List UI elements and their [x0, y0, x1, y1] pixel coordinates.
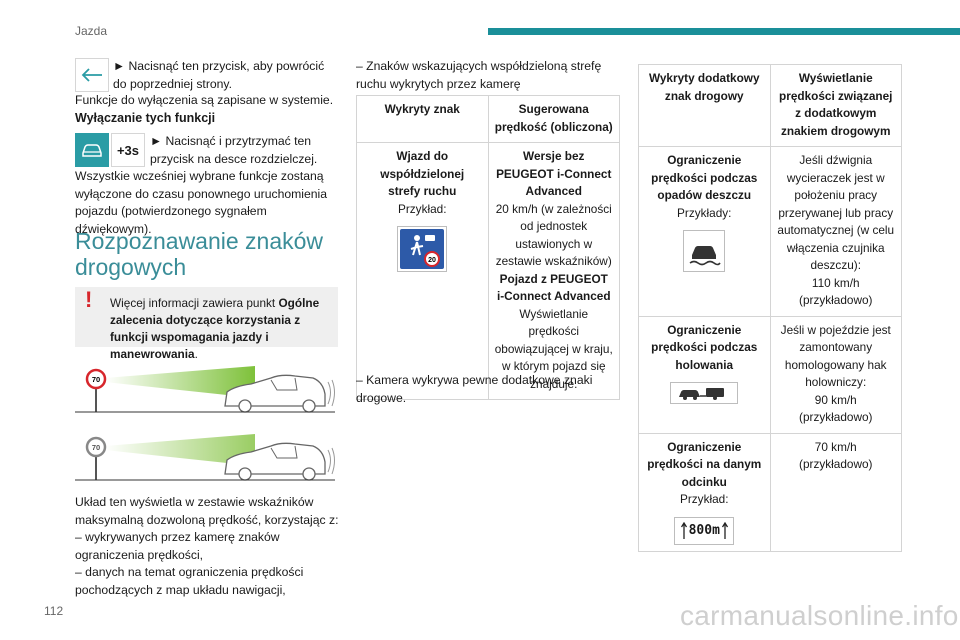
- distance-800m-sign-icon: 800m: [674, 516, 735, 545]
- table-header-additional-sign: Wykryty dodatkowy znak drogowy: [638, 64, 771, 147]
- table-row: Ograniczenie prędkości podczas opadów de…: [638, 146, 902, 317]
- disable-heading: Wyłączanie tych funkcji: [75, 111, 216, 125]
- rain-car-sign-icon: [683, 230, 726, 272]
- back-step-text: ► Nacisnąć ten przycisk, aby powrócić do…: [113, 59, 325, 91]
- rain-limit-value: Jeśli dźwignia wycieraczek jest w położe…: [769, 146, 902, 317]
- shared-zone-sign-icon: 20: [397, 226, 448, 272]
- speed-sign-text: 70: [92, 443, 100, 452]
- speed-sign-text: 70: [92, 375, 100, 384]
- shared-zone-intro: – Znaków wskazujących współdzieloną stre…: [356, 59, 602, 91]
- saved-note: Funkcje do wyłączenia są zapisane w syst…: [75, 93, 334, 107]
- shared-zone-table: Wykryty znak Sugerowana prędkość (oblicz…: [356, 95, 620, 400]
- table-header-detected-sign: Wykryty znak: [356, 95, 489, 143]
- table-row: Ograniczenie prędkości na danym odcinku …: [638, 432, 902, 552]
- driver-assist-car-icon: [75, 133, 109, 167]
- version-with-text: Wyświetlanie prędkości obowiązującej w k…: [494, 306, 613, 391]
- additional-signs-table: Wykryty dodatkowy znak drogowy Wyświetla…: [638, 64, 902, 552]
- table-row: Wjazd do współdzielonej strefy ruchu Prz…: [356, 142, 620, 400]
- page-number: 112: [44, 604, 64, 618]
- speed-limit-illustration-dim: 70: [75, 434, 335, 481]
- section-header: Jazda: [75, 24, 108, 38]
- press-hold-3s-icon: +3s: [111, 133, 145, 167]
- section-limit-value: 70 km/h (przykładowo): [769, 432, 902, 552]
- version-with-title: Pojazd z PEUGEOT i-Connect Advanced: [496, 271, 611, 304]
- version-without-title: Wersje bez PEUGEOT i-Connect Advanced: [496, 149, 612, 198]
- section-title: Rozpoznawanie znaków drogowych: [75, 228, 324, 280]
- table-row: Ograniczenie prędkości podczas holowania…: [638, 315, 902, 434]
- section-limit-name: Ograniczenie prędkości na danym odcinku: [647, 439, 762, 489]
- watermark: carmanualsonline.info: [680, 600, 959, 631]
- warning-exclamation-icon: !: [85, 287, 93, 312]
- description-item-camera: – wykrywanych przez kamerę znaków ograni…: [75, 530, 280, 562]
- table-header-speed-display: Wyświetlanie prędkości związanej z dodat…: [769, 64, 902, 147]
- disabled-note: Wszystkie wcześniej wybrane funkcje zost…: [75, 169, 328, 236]
- towing-limit-value: Jeśli w pojeździe jest zamontowany homol…: [769, 315, 902, 434]
- press-hold-step-text: ► Nacisnąć i przytrzymać ten przycisk na…: [150, 134, 318, 166]
- version-without-text: 20 km/h (w zależności od jednostek ustaw…: [495, 201, 612, 269]
- speed-limit-illustration-lit: 70: [75, 366, 335, 413]
- rain-limit-name: Ograniczenie prędkości podczas opadów de…: [651, 153, 758, 202]
- towing-limit-name: Ograniczenie prędkości podczas holowania: [651, 322, 758, 372]
- section-limit-label: Przykład:: [679, 492, 729, 506]
- rain-limit-label: Przykłady:: [677, 205, 732, 220]
- sign-speed-text: 20: [428, 257, 436, 264]
- car-trailer-sign-icon: [670, 382, 739, 404]
- info-box: ! Więcej informacji zawiera punkt Ogólne…: [75, 287, 338, 361]
- header-accent-bar: [488, 28, 960, 35]
- description-intro: Układ ten wyświetla w zestawie wskaźnikó…: [75, 495, 339, 527]
- sign-name: Wjazd do współdzielonej strefy ruchu: [380, 149, 465, 198]
- additional-signs-text: – Kamera wykrywa pewne dodatkowe znaki d…: [356, 373, 593, 405]
- description-item-navigation: – danych na temat ograniczenia prędkości…: [75, 565, 304, 597]
- back-arrow-icon: [75, 58, 109, 92]
- example-label: Przykład:: [397, 201, 447, 216]
- table-header-suggested-speed: Sugerowana prędkość (obliczona): [487, 95, 620, 143]
